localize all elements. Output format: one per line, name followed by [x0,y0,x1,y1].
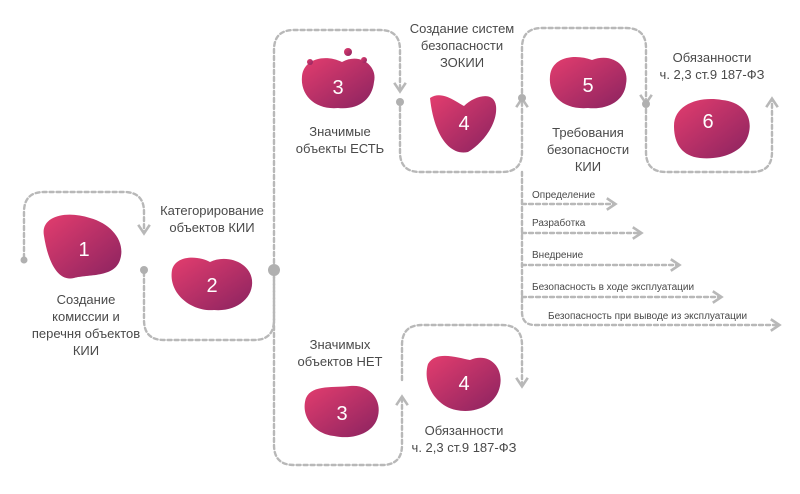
step-4-yes-label: Создание систем безопасности ЗОКИИ [410,21,515,70]
connector-3-to-4-no [400,323,529,389]
connectors [22,26,782,467]
phase-labels: Определение Разработка Внедрение Безопас… [532,190,747,322]
step-6-label: Обязанности ч. 2,3 ст.9 187-ФЗ [660,50,765,82]
step-5-label-line: КИИ [575,159,601,174]
connector-nodes [20,94,650,276]
step-6-label-line: Обязанности [673,50,752,65]
node-3-4 [396,98,404,106]
step-6-blob: 6 [674,99,750,159]
step-4-no-number: 4 [458,373,469,395]
step-4-no-label-line: ч. 2,3 ст.9 187-ФЗ [412,440,517,455]
step-1-label-line: Создание [57,292,116,307]
step-3-no-label-line: объектов НЕТ [298,354,383,369]
step-5-label-line: Требования [552,125,624,140]
node-4-5 [518,94,526,102]
step-1-label-line: КИИ [73,343,99,358]
step-4-no-label: Обязанности ч. 2,3 ст.9 187-ФЗ [412,423,517,455]
step-4-no-label-line: Обязанности [425,423,504,438]
step-5-label: Требования безопасности КИИ [547,125,629,174]
phase-label: Безопасность при выводе из эксплуатации [548,311,747,322]
step-6-label-line: ч. 2,3 ст.9 187-ФЗ [660,67,765,82]
step-1-label-line: перечня объектов [32,326,140,341]
step-6-number: 6 [702,111,713,133]
phase-trunk [520,170,537,327]
step-4-yes-blob: 4 [430,95,497,153]
connector-2-to-yes-branch [272,28,407,272]
dot-decoration [361,57,367,63]
step-1-label: Создание комиссии и перечня объектов КИИ [32,292,140,358]
branch-node [268,264,280,276]
connector-1-to-2 [142,268,276,342]
connector-5-to-6 [520,26,653,106]
connector-start-to-1 [22,190,151,260]
phase-label: Внедрение [532,250,584,261]
phase-label: Безопасность в ходе эксплуатации [532,282,694,293]
connector-4-to-5 [398,96,529,174]
step-5-blob: 5 [549,57,627,109]
node-5-6 [642,100,650,108]
step-4-yes-label-line: безопасности [421,38,503,53]
dot-decoration [344,48,352,56]
step-1-number: 1 [78,239,89,261]
step-1-label-line: комиссии и [52,309,120,324]
phase-label: Разработка [532,217,586,229]
step-4-no-blob: 4 [426,355,501,411]
dot-decoration [307,59,313,65]
step-3-yes-label: Значимые объекты ЕСТЬ [296,124,384,156]
step-3-yes-label-line: Значимые [309,124,371,139]
connector-6-to-end [644,96,779,174]
step-5-label-line: безопасности [547,142,629,157]
step-4-yes-label-line: Создание систем [410,21,515,36]
step-2-label: Категорирование объектов КИИ [160,203,264,235]
step-4-yes-label-line: ЗОКИИ [440,55,484,70]
step-3-no-label-line: Значимых [310,337,371,352]
connector-2-to-no-branch [272,268,409,467]
step-2-blob: 2 [171,257,253,311]
start-dot [20,256,28,264]
phase-label: Определение [532,190,596,201]
step-2-label-line: объектов КИИ [169,220,254,235]
step-2-number: 2 [206,275,217,297]
step-3-no-label: Значимых объектов НЕТ [298,337,383,369]
node-1-2 [140,266,148,274]
step-1-blob: 1 [43,214,122,279]
step-3-yes-blob: 3 [301,48,375,109]
step-3-yes-label-line: объекты ЕСТЬ [296,141,384,156]
step-4-yes-number: 4 [458,113,469,135]
step-2-label-line: Категорирование [160,203,264,218]
step-3-no-number: 3 [336,403,347,425]
step-3-yes-number: 3 [332,77,343,99]
step-5-number: 5 [582,75,593,97]
step-3-no-blob: 3 [304,385,379,438]
